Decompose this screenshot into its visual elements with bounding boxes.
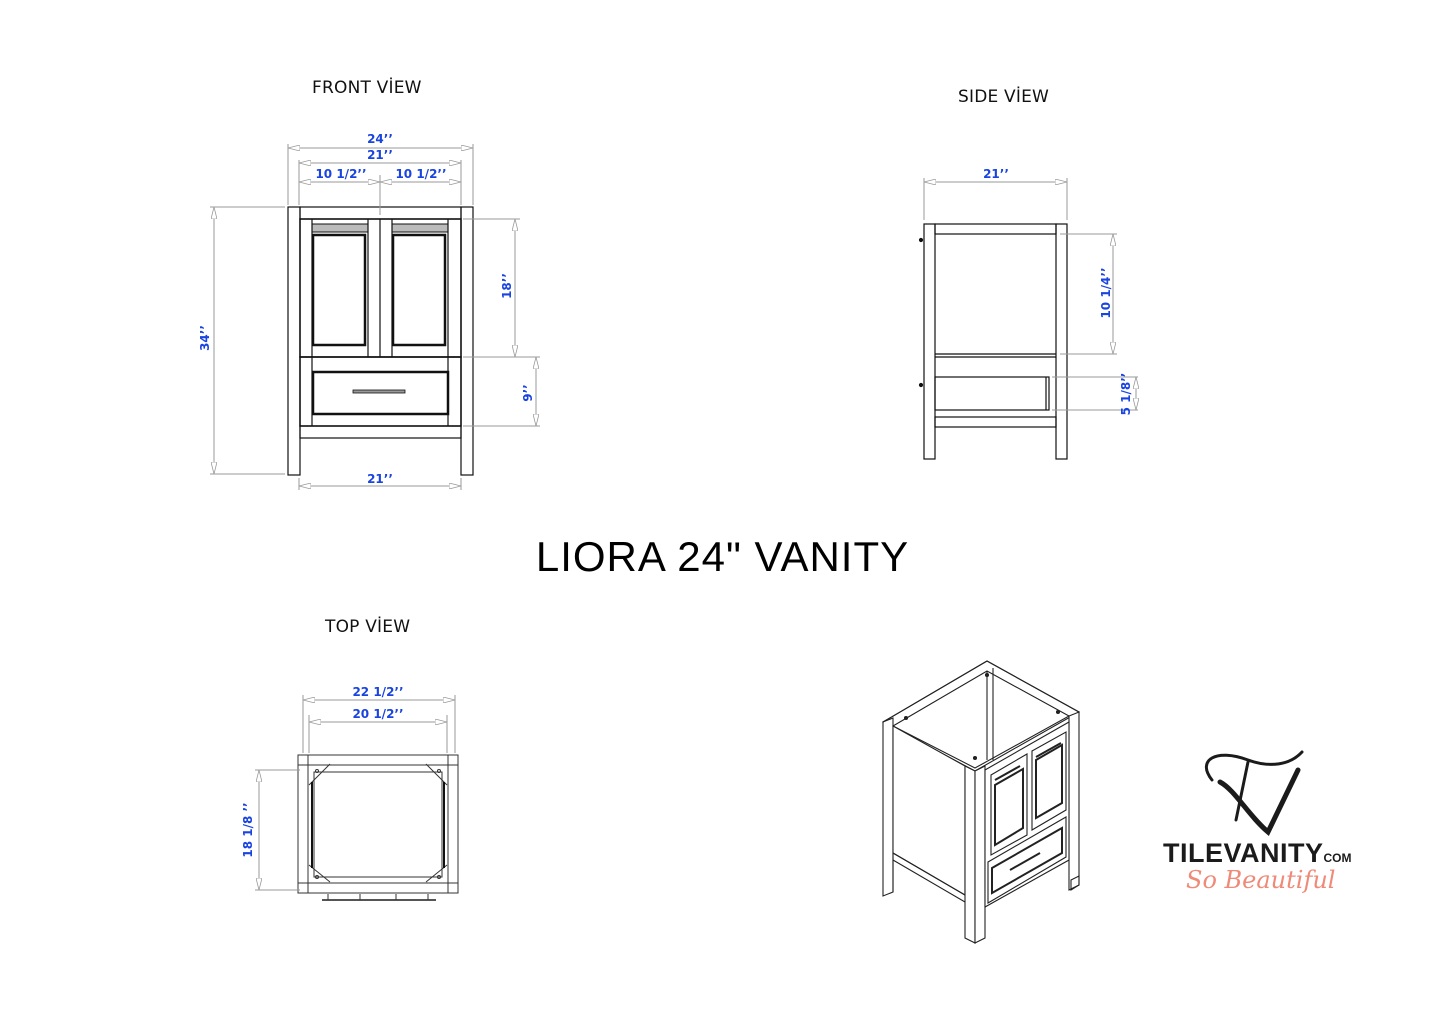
top-view-label: TOP VİEW <box>325 617 411 637</box>
dim-inner-width: 21’’ <box>367 148 393 162</box>
side-view-dimensions <box>923 178 1138 411</box>
dim-base-width: 21’’ <box>367 472 393 486</box>
dim-drawer-height: 9’’ <box>521 384 535 401</box>
logo-brand-text: TILEVANITY <box>1163 838 1324 868</box>
dim-overall-width: 24’’ <box>367 132 393 146</box>
tilevanity-logo-mark <box>1205 750 1304 836</box>
front-view-dimensions <box>210 144 540 490</box>
dim-top-depth: 18 1/8 ’’ <box>241 802 255 857</box>
isometric-view-drawing <box>881 660 1081 944</box>
side-view-drawing <box>918 223 1068 460</box>
top-view-drawing <box>297 754 459 901</box>
logo-suffix: COM <box>1323 851 1352 865</box>
front-view-label: FRONT VİEW <box>312 78 422 98</box>
front-view-drawing <box>287 206 474 476</box>
side-view-label: SIDE VİEW <box>958 87 1050 107</box>
dim-top-outer-width: 22 1/2’’ <box>352 685 403 699</box>
top-view-dimensions <box>255 695 456 891</box>
dim-door-height: 18’’ <box>500 273 514 299</box>
dim-top-inner-width: 20 1/2’’ <box>352 707 403 721</box>
dim-left-door-width: 10 1/2’’ <box>315 167 366 181</box>
dim-right-door-width: 10 1/2’’ <box>395 167 446 181</box>
product-title: LIORA 24" VANITY <box>535 533 910 580</box>
dim-side-drawer-height: 5 1/8’’ <box>1119 373 1133 416</box>
logo-tagline: So Beautiful <box>1186 866 1336 894</box>
logo-brand: TILEVANITYCOM <box>1163 838 1352 869</box>
dim-upper-opening: 10 1/4’’ <box>1099 267 1113 318</box>
dim-side-depth: 21’’ <box>983 167 1009 181</box>
dim-overall-height: 34’’ <box>198 325 212 351</box>
